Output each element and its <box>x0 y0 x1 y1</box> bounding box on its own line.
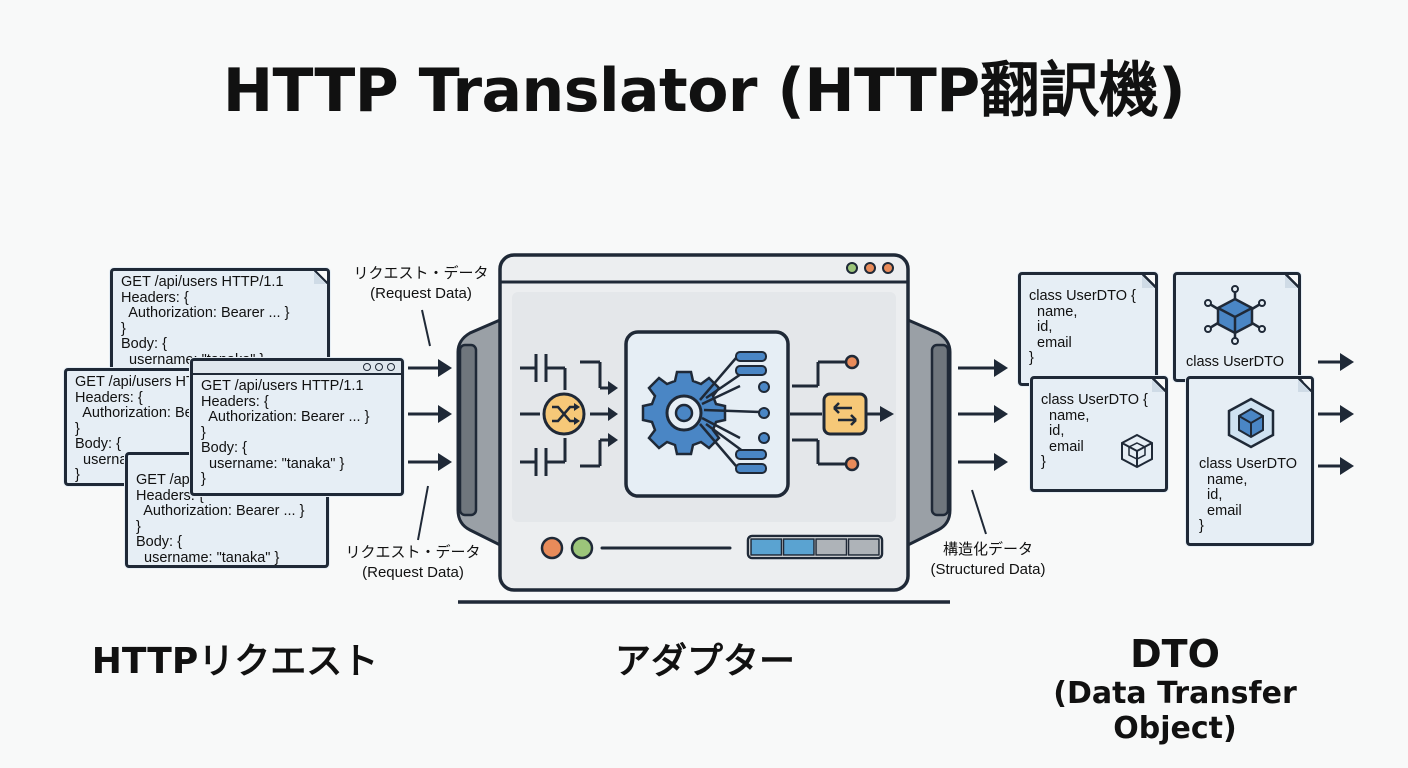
dto-card: class UserDTO <box>1173 272 1301 382</box>
signal-bars <box>735 351 767 474</box>
request-data-label-bottom: リクエスト・データ (Request Data) <box>345 544 481 581</box>
cube-icon <box>1227 397 1275 449</box>
request-data-label-top: リクエスト・データ (Request Data) <box>353 265 489 302</box>
machine-right-plate <box>930 343 950 517</box>
window-dot <box>846 262 858 274</box>
window-dot <box>387 363 395 371</box>
output-circuit <box>790 360 882 466</box>
structured-data-label: 構造化データ (Structured Data) <box>930 541 1046 578</box>
request-window: GET /api/users HTTP/1.1 Headers: { Autho… <box>190 358 404 496</box>
section-dto: DTO <box>1130 632 1220 676</box>
data-lines <box>699 357 761 467</box>
request-code: GET /api/users HTTP/1.1 Headers: { Autho… <box>201 378 370 487</box>
dto-card: class UserDTO { name, id, email } <box>1030 376 1168 492</box>
request-window-titlebar <box>193 361 401 375</box>
dto-code: class UserDTO <box>1186 354 1285 370</box>
diagram-title: HTTP Translator (HTTP翻訳機) <box>222 56 1186 126</box>
progress-segment <box>750 538 783 556</box>
control-button-green <box>570 536 594 560</box>
input-arrows <box>408 359 452 471</box>
input-circuit <box>520 354 612 476</box>
output-node <box>844 456 860 472</box>
window-dot <box>864 262 876 274</box>
cube-icon <box>1121 433 1153 469</box>
section-dto-subtitle: (Data Transfer Object) <box>1053 676 1297 746</box>
label-pointer <box>971 489 987 535</box>
dto-card: class UserDTO name, id, email } <box>1186 376 1314 546</box>
dto-code: class UserDTO name, id, email } <box>1199 456 1298 534</box>
label-pointer <box>417 485 429 541</box>
label-pointer <box>421 309 431 347</box>
transform-icon <box>822 392 868 436</box>
output-arrows <box>958 359 1008 471</box>
arrow-right-icon <box>880 406 894 422</box>
section-http-request: HTTPリクエスト <box>91 641 379 682</box>
dto-code: class UserDTO { name, id, email } <box>1041 392 1148 470</box>
progress-bar <box>746 534 884 560</box>
circuit-arrowheads <box>608 381 618 447</box>
progress-segment <box>815 538 848 556</box>
window-dot <box>363 363 371 371</box>
machine-left-plate <box>458 343 478 517</box>
output-node <box>844 354 860 370</box>
dto-card: class UserDTO { name, id, email } <box>1018 272 1158 386</box>
signal-nodes <box>758 381 770 444</box>
window-dot <box>375 363 383 371</box>
section-adapter: アダプター <box>614 641 795 682</box>
gear-icon <box>641 370 727 456</box>
control-button-orange <box>540 536 564 560</box>
progress-segment <box>847 538 880 556</box>
request-code: GET /api/users HTTP/1.1 Headers: { Autho… <box>121 274 290 373</box>
progress-segment <box>782 538 815 556</box>
cube-icon <box>1204 285 1266 345</box>
final-arrows <box>1318 353 1354 475</box>
dto-code: class UserDTO { name, id, email } <box>1029 288 1136 366</box>
shuffle-icon <box>542 392 586 436</box>
window-dot <box>882 262 894 274</box>
